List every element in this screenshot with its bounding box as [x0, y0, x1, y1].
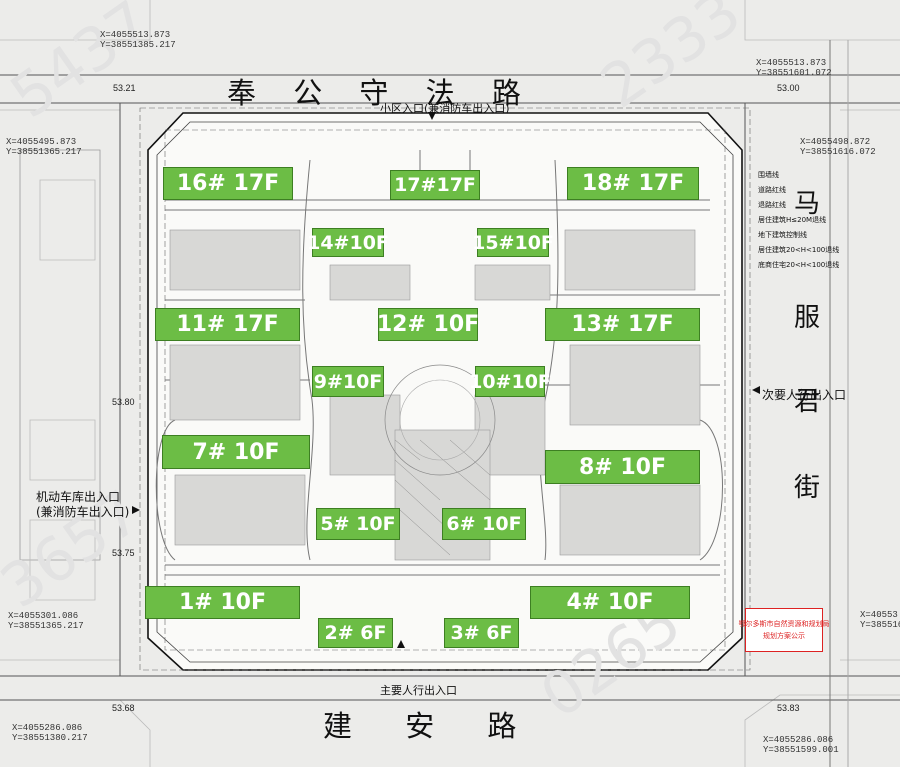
legend-item: 围墙线: [758, 171, 779, 179]
building-7: 7# 10F: [162, 435, 310, 469]
building-10: 10#10F: [469, 366, 551, 397]
building-18: 18# 17F: [567, 167, 699, 200]
legend-item: 退路红线: [758, 201, 786, 209]
building-1: 1# 10F: [145, 586, 300, 619]
building-12: 12# 10F: [377, 308, 479, 341]
elevation-label: 53.83: [777, 703, 800, 713]
elevation-label: 53.68: [112, 703, 135, 713]
building-15: 15#10F: [472, 228, 554, 257]
legend-item: 居住建筑H≤20M退线: [758, 216, 827, 224]
legend-item: 地下建筑控制线: [758, 231, 807, 239]
building-16: 16# 17F: [163, 167, 293, 200]
road-name-south: 建 安 路: [323, 709, 539, 743]
road-char: 马: [794, 189, 821, 219]
road-char: 街: [794, 473, 821, 503]
building-8: 8# 10F: [545, 450, 700, 484]
legend-item: 居住建筑20<H<100退线: [758, 246, 840, 254]
elevation-label: 53.00: [777, 83, 800, 93]
entrance-west-label-2: (兼消防车出入口): [36, 505, 130, 519]
approval-stamp: 鄂尔多斯市自然资源和规划局 规划方案公示: [739, 608, 830, 652]
building-3: 3# 6F: [444, 618, 519, 648]
road-name-north: 奉 公 守 法 路: [227, 76, 535, 110]
legend-item: 底商住宅20<H<100退线: [758, 261, 840, 269]
building-2: 2# 6F: [318, 618, 393, 648]
entrance-north-label: 小区入口(兼消防车出入口): [380, 102, 510, 115]
building-13: 13# 17F: [545, 308, 700, 341]
road-char: 君: [794, 387, 821, 417]
elevation-label: 53.80: [112, 397, 135, 407]
building-5: 5# 10F: [316, 508, 400, 540]
entrance-south-label: 主要人行出入口: [380, 684, 457, 697]
setback-legend: 围墙线 道路红线 退路红线 居住建筑H≤20M退线 地下建筑控制线 居住建筑20…: [758, 168, 840, 273]
building-9: 9#10F: [312, 366, 384, 397]
building-14: 14#10F: [307, 228, 389, 257]
stamp-line-2: 规划方案公示: [763, 632, 805, 640]
legend-item: 道路红线: [758, 186, 786, 194]
road-name-east: 马 服 君 街: [794, 182, 820, 510]
entrance-east-label: 次要人行出入口: [762, 388, 847, 402]
stamp-line-1: 鄂尔多斯市自然资源和规划局: [738, 620, 830, 628]
building-17: 17#17F: [390, 170, 480, 200]
elevation-label: 53.21: [113, 83, 136, 93]
building-11: 11# 17F: [155, 308, 300, 341]
entrance-west-label-1: 机动车库出入口: [36, 490, 121, 504]
elevation-label: 53.75: [112, 548, 135, 558]
building-4: 4# 10F: [530, 586, 690, 619]
building-6: 6# 10F: [442, 508, 526, 540]
road-char: 服: [794, 303, 821, 333]
